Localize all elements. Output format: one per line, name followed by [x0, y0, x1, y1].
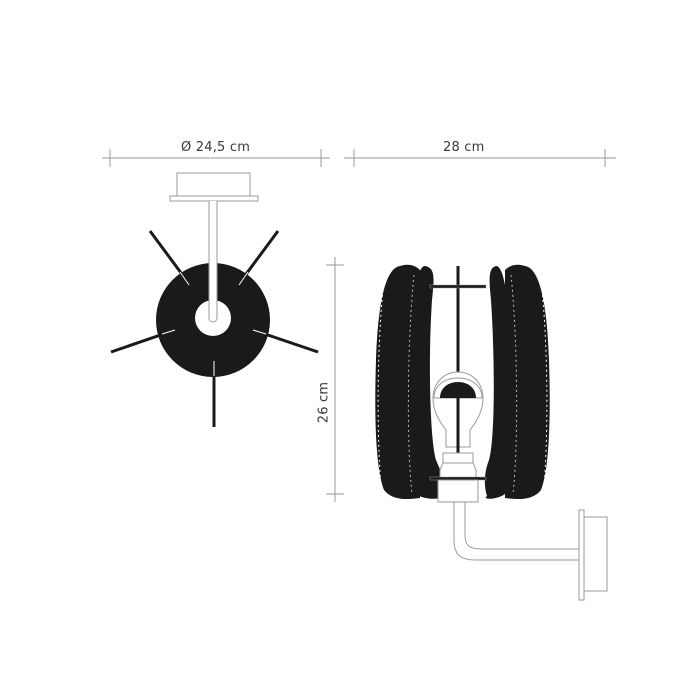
width-label: 28 cm: [443, 140, 485, 155]
wall-arm: [453, 501, 580, 561]
wall-mount-box-side: [583, 516, 608, 592]
stitching: [377, 274, 548, 495]
socket-top: [442, 452, 474, 464]
wall-mount-box: [176, 172, 251, 197]
diameter-label: Ø 24,5 cm: [181, 140, 251, 155]
shade-slat-left-inner: [409, 266, 446, 499]
height-label: 26 cm: [316, 381, 332, 424]
wall-plate: [169, 195, 259, 202]
socket-base: [437, 479, 479, 503]
height-dimension-line: [326, 257, 344, 502]
diameter-dimension-line: [102, 149, 330, 167]
bulb-mirror-cap: [440, 382, 476, 398]
shade-slat-right-inner: [484, 266, 512, 499]
side-view: [375, 264, 608, 601]
top-view: [110, 172, 319, 427]
width-dimension-line: [344, 149, 616, 167]
wall-plate-side: [578, 509, 585, 601]
top-ring: [429, 284, 487, 289]
socket-body: [439, 462, 477, 479]
